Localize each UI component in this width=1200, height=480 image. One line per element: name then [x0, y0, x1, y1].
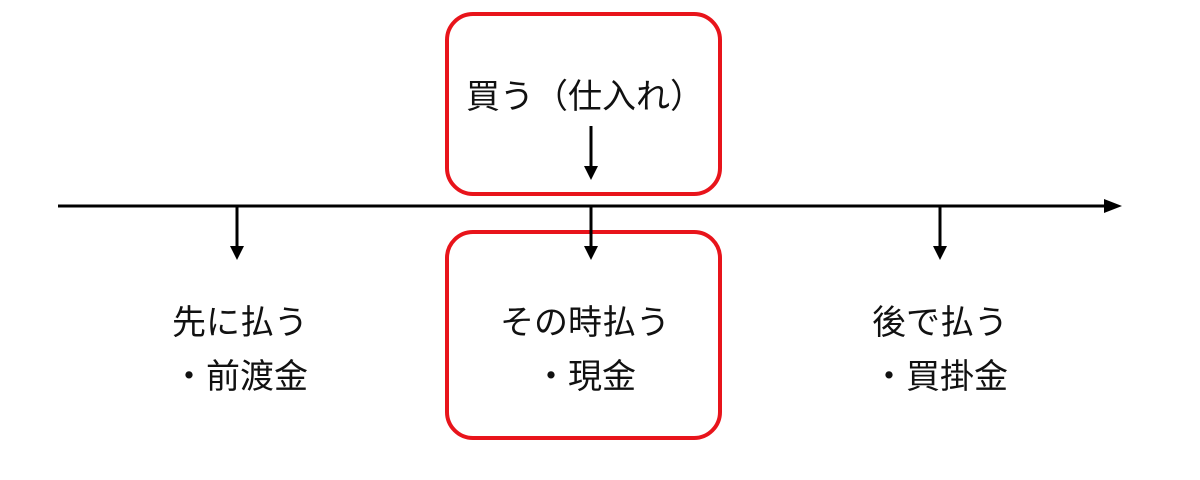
pay-now-arrowhead — [584, 246, 598, 260]
purchase-arrowhead — [584, 166, 598, 180]
timeline-arrowhead — [1104, 199, 1122, 213]
pay-now-highlight-box — [445, 230, 722, 440]
pay-now-label: その時払う ・現金 — [455, 296, 715, 404]
purchase-highlight-box — [445, 12, 722, 196]
pay-before-label: 先に払う ・前渡金 — [120, 296, 360, 404]
purchase-label: 買う（仕入れ） — [450, 70, 720, 124]
pay-before-arrowhead — [230, 246, 244, 260]
pay-after-account: ・買掛金 — [872, 357, 1008, 397]
pay-after-timing: 後で払う — [872, 303, 1008, 343]
pay-now-timing: その時払う — [500, 303, 670, 343]
purchase-label-text: 買う（仕入れ） — [466, 77, 704, 117]
pay-after-label: 後で払う ・買掛金 — [820, 296, 1060, 404]
pay-before-account: ・前渡金 — [172, 357, 308, 397]
pay-now-account: ・現金 — [534, 357, 636, 397]
pay-after-arrowhead — [933, 246, 947, 260]
pay-before-timing: 先に払う — [172, 303, 308, 343]
